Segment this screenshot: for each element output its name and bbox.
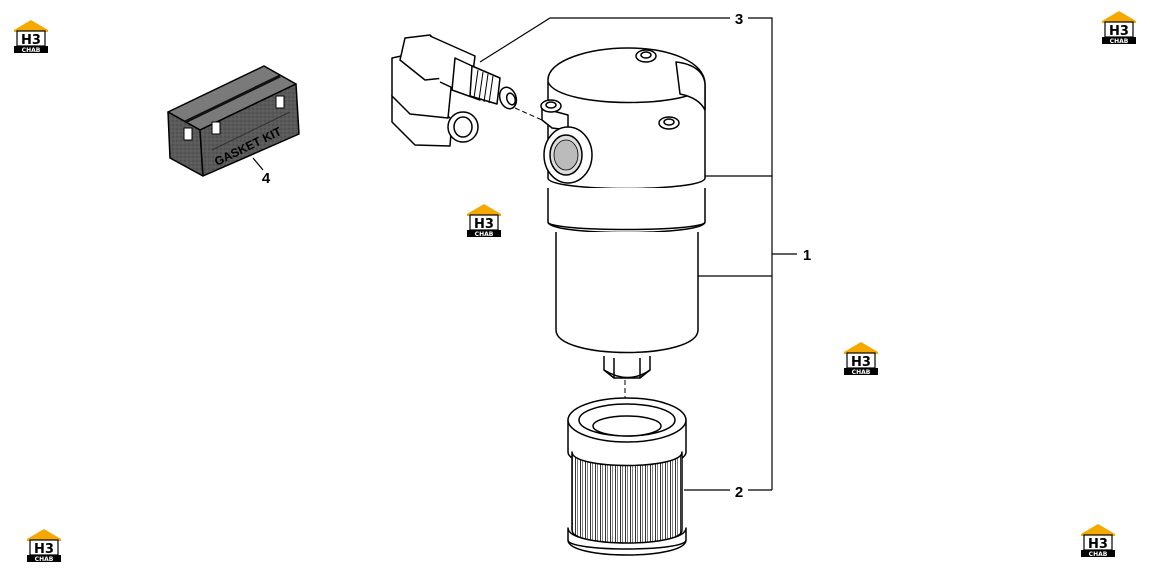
watermark-logo-top-left: H3 CHAB: [13, 19, 49, 54]
watermark-main: H3: [1109, 24, 1129, 39]
filter-element: [567, 397, 687, 556]
watermark-sub: CHAB: [852, 369, 871, 376]
watermark-logo-bottom-left: H3 CHAB: [26, 528, 62, 563]
callout-2: 2: [735, 484, 743, 501]
watermark-main: H3: [474, 217, 494, 232]
watermark-sub: CHAB: [22, 47, 41, 54]
watermark-main: H3: [1088, 537, 1108, 552]
callout-1: 1: [803, 247, 811, 264]
watermark-sub: CHAB: [35, 556, 54, 563]
pressure-switch: [391, 34, 518, 147]
watermark-sub: CHAB: [1110, 38, 1129, 45]
gasket-kit-box: GASKET KIT: [167, 65, 300, 177]
watermark-logo-right: H3 CHAB: [843, 341, 879, 376]
watermark-sub: CHAB: [1089, 551, 1108, 558]
callout-3: 3: [735, 11, 743, 28]
callout-leaders: [252, 17, 797, 491]
assembly-leader: [514, 107, 543, 121]
filter-housing: [540, 47, 706, 379]
watermark-logo-center: H3 CHAB: [466, 203, 502, 238]
watermark-main: H3: [851, 355, 871, 370]
watermark-main: H3: [34, 542, 54, 557]
watermark-sub: CHAB: [475, 231, 494, 238]
watermark-main: H3: [21, 33, 41, 48]
watermark-logo-bottom-right: H3 CHAB: [1080, 523, 1116, 558]
callout-4: 4: [262, 170, 271, 187]
watermark-logo-top-right: H3 CHAB: [1101, 10, 1137, 45]
